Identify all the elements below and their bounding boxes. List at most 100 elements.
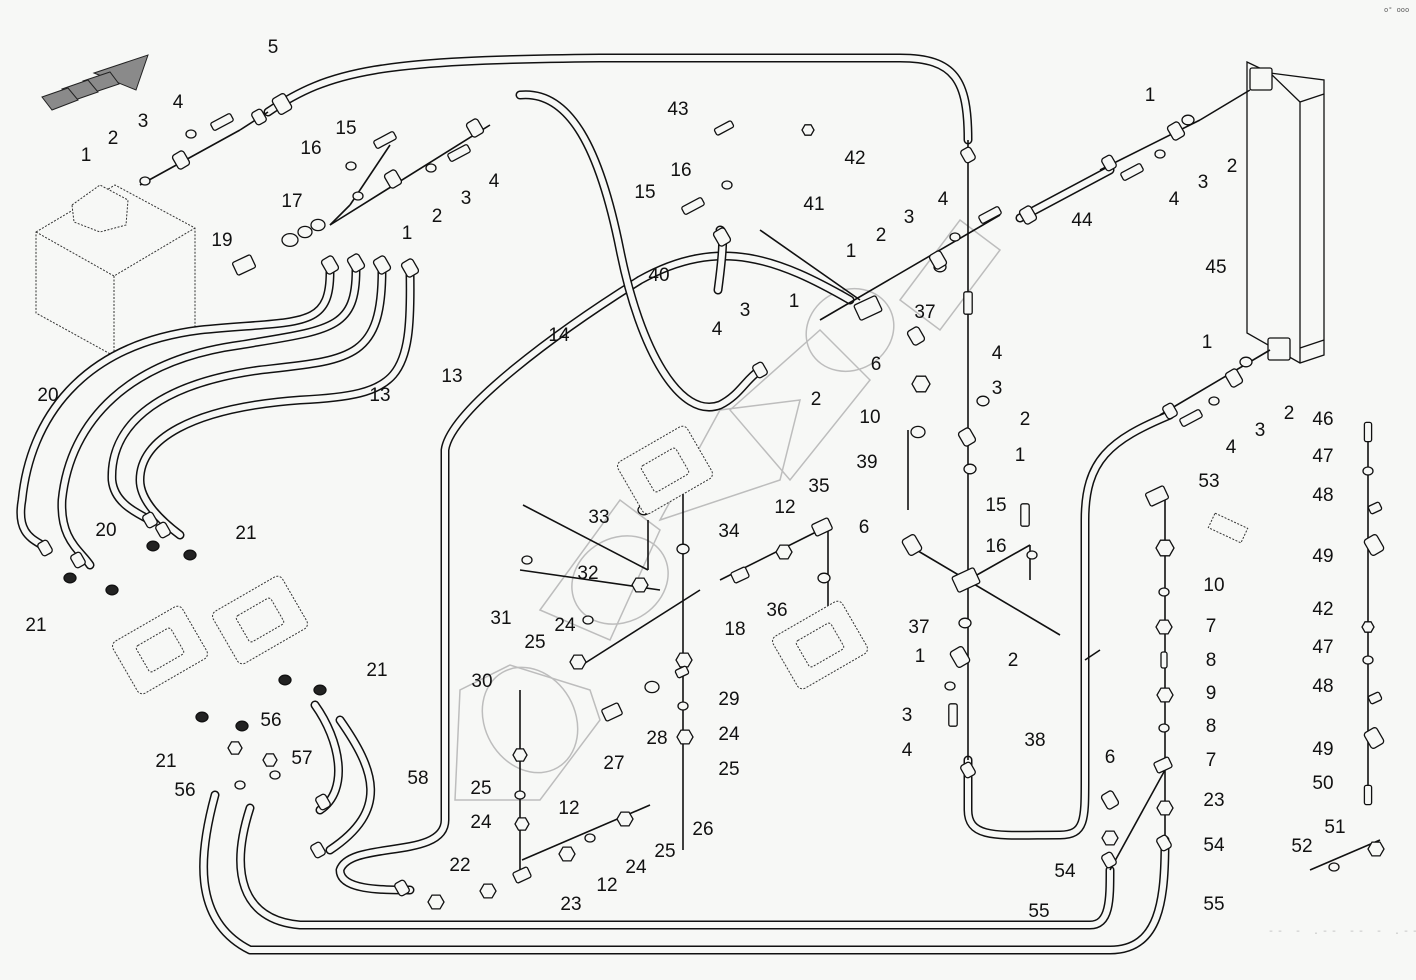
clamp-part [1363, 534, 1385, 556]
axis-line [1309, 839, 1381, 871]
nut-part [427, 894, 445, 910]
elbow-part [320, 255, 340, 275]
hose-13-3 [107, 265, 387, 525]
washer-part [1362, 466, 1374, 476]
o-ring-part [958, 617, 972, 629]
bolt-part [210, 113, 234, 131]
valve-block-part [853, 295, 883, 321]
callout-24: 24 [718, 724, 740, 745]
hose-58-inner [327, 717, 374, 853]
callout-21: 21 [366, 660, 387, 681]
callout-56: 56 [174, 780, 195, 801]
hose-5-inner [265, 55, 971, 143]
callout-36: 36 [766, 600, 787, 621]
callout-49: 49 [1312, 546, 1333, 567]
bolt-part [681, 197, 705, 215]
axis-line [329, 204, 351, 226]
washer-part [944, 681, 956, 691]
callout-25: 25 [524, 632, 545, 653]
hose-main-a-inner [200, 792, 1168, 953]
hose-fitting-part [960, 761, 976, 779]
elbow-part [310, 841, 326, 859]
callout-3: 3 [138, 111, 149, 132]
elbow-part [1100, 790, 1120, 810]
callout-48: 48 [1312, 676, 1333, 697]
callout-15: 15 [985, 495, 1006, 516]
callout-31: 31 [490, 608, 511, 629]
callout-10: 10 [859, 407, 880, 428]
o-ring-part [963, 463, 977, 475]
hose-57-inner [312, 702, 342, 813]
nut-part [1156, 687, 1174, 703]
callout-38: 38 [1024, 730, 1045, 751]
hose-57 [310, 700, 343, 815]
callout-1: 1 [1015, 445, 1026, 466]
nut-21-part [195, 711, 209, 723]
axis-line [907, 544, 1061, 636]
washer-part [1362, 655, 1374, 665]
nut-21-part [183, 549, 197, 561]
nut-21-part [105, 584, 119, 596]
callout-3: 3 [1255, 420, 1266, 441]
fitting-part [297, 225, 313, 239]
callout-19: 19 [211, 230, 232, 251]
tee-fitting-part [512, 866, 532, 884]
fitting-part [1158, 723, 1170, 733]
adapter-part [911, 375, 931, 393]
callout-26: 26 [692, 819, 713, 840]
callout-9: 9 [1206, 683, 1217, 704]
callout-51: 51 [1324, 817, 1345, 838]
clamp-part [1363, 727, 1385, 749]
callout-49: 49 [1312, 739, 1333, 760]
bolt-vertical-part [1363, 784, 1373, 806]
callout-2: 2 [108, 128, 119, 149]
callout-16: 16 [670, 160, 691, 181]
callout-25: 25 [470, 778, 491, 799]
nut-part [616, 811, 634, 827]
corner-code: o° ooo [1384, 6, 1409, 15]
washer-part [976, 395, 990, 407]
callout-10: 10 [1203, 575, 1224, 596]
callout-4: 4 [173, 92, 184, 113]
callout-2: 2 [811, 389, 822, 410]
callout-25: 25 [718, 759, 739, 780]
axis-line [819, 214, 1001, 321]
callout-21: 21 [235, 523, 256, 544]
hose-13-2-inner [58, 267, 359, 568]
hose-main-b [236, 803, 1115, 930]
callout-23: 23 [1203, 790, 1224, 811]
callout-4: 4 [992, 343, 1003, 364]
hose-fitting-part [1162, 402, 1178, 420]
callout-1: 1 [789, 291, 800, 312]
callout-27: 27 [603, 753, 624, 774]
callout-1: 1 [915, 646, 926, 667]
o-ring-part [352, 191, 364, 201]
callout-22: 22 [449, 855, 470, 876]
callout-8: 8 [1206, 650, 1217, 671]
split-flange-part [957, 427, 977, 447]
callout-24: 24 [470, 812, 492, 833]
o-ring-part [1239, 356, 1253, 368]
fitting-part [269, 770, 281, 780]
nut-part [676, 729, 694, 745]
hose-38-inner [965, 412, 1173, 839]
callout-28: 28 [646, 728, 667, 749]
hose-38-outer [963, 410, 1175, 840]
adapter-part [227, 741, 243, 755]
fitting-part [234, 780, 246, 790]
elbow-part [901, 534, 923, 556]
valve-block-icon-detail [235, 597, 285, 643]
sensor-part [231, 254, 257, 276]
nut-part [631, 577, 649, 593]
pin-part [1160, 651, 1168, 669]
tee-fitting-part [811, 517, 833, 537]
axis-line [581, 589, 701, 666]
callout-4: 4 [938, 189, 949, 210]
washer-part [949, 232, 961, 242]
callout-40: 40 [648, 265, 669, 286]
fitting-part [514, 790, 526, 800]
elbow-part [315, 793, 331, 811]
nut-part [675, 652, 693, 668]
callout-1: 1 [1202, 332, 1213, 353]
callout-12: 12 [596, 875, 617, 896]
